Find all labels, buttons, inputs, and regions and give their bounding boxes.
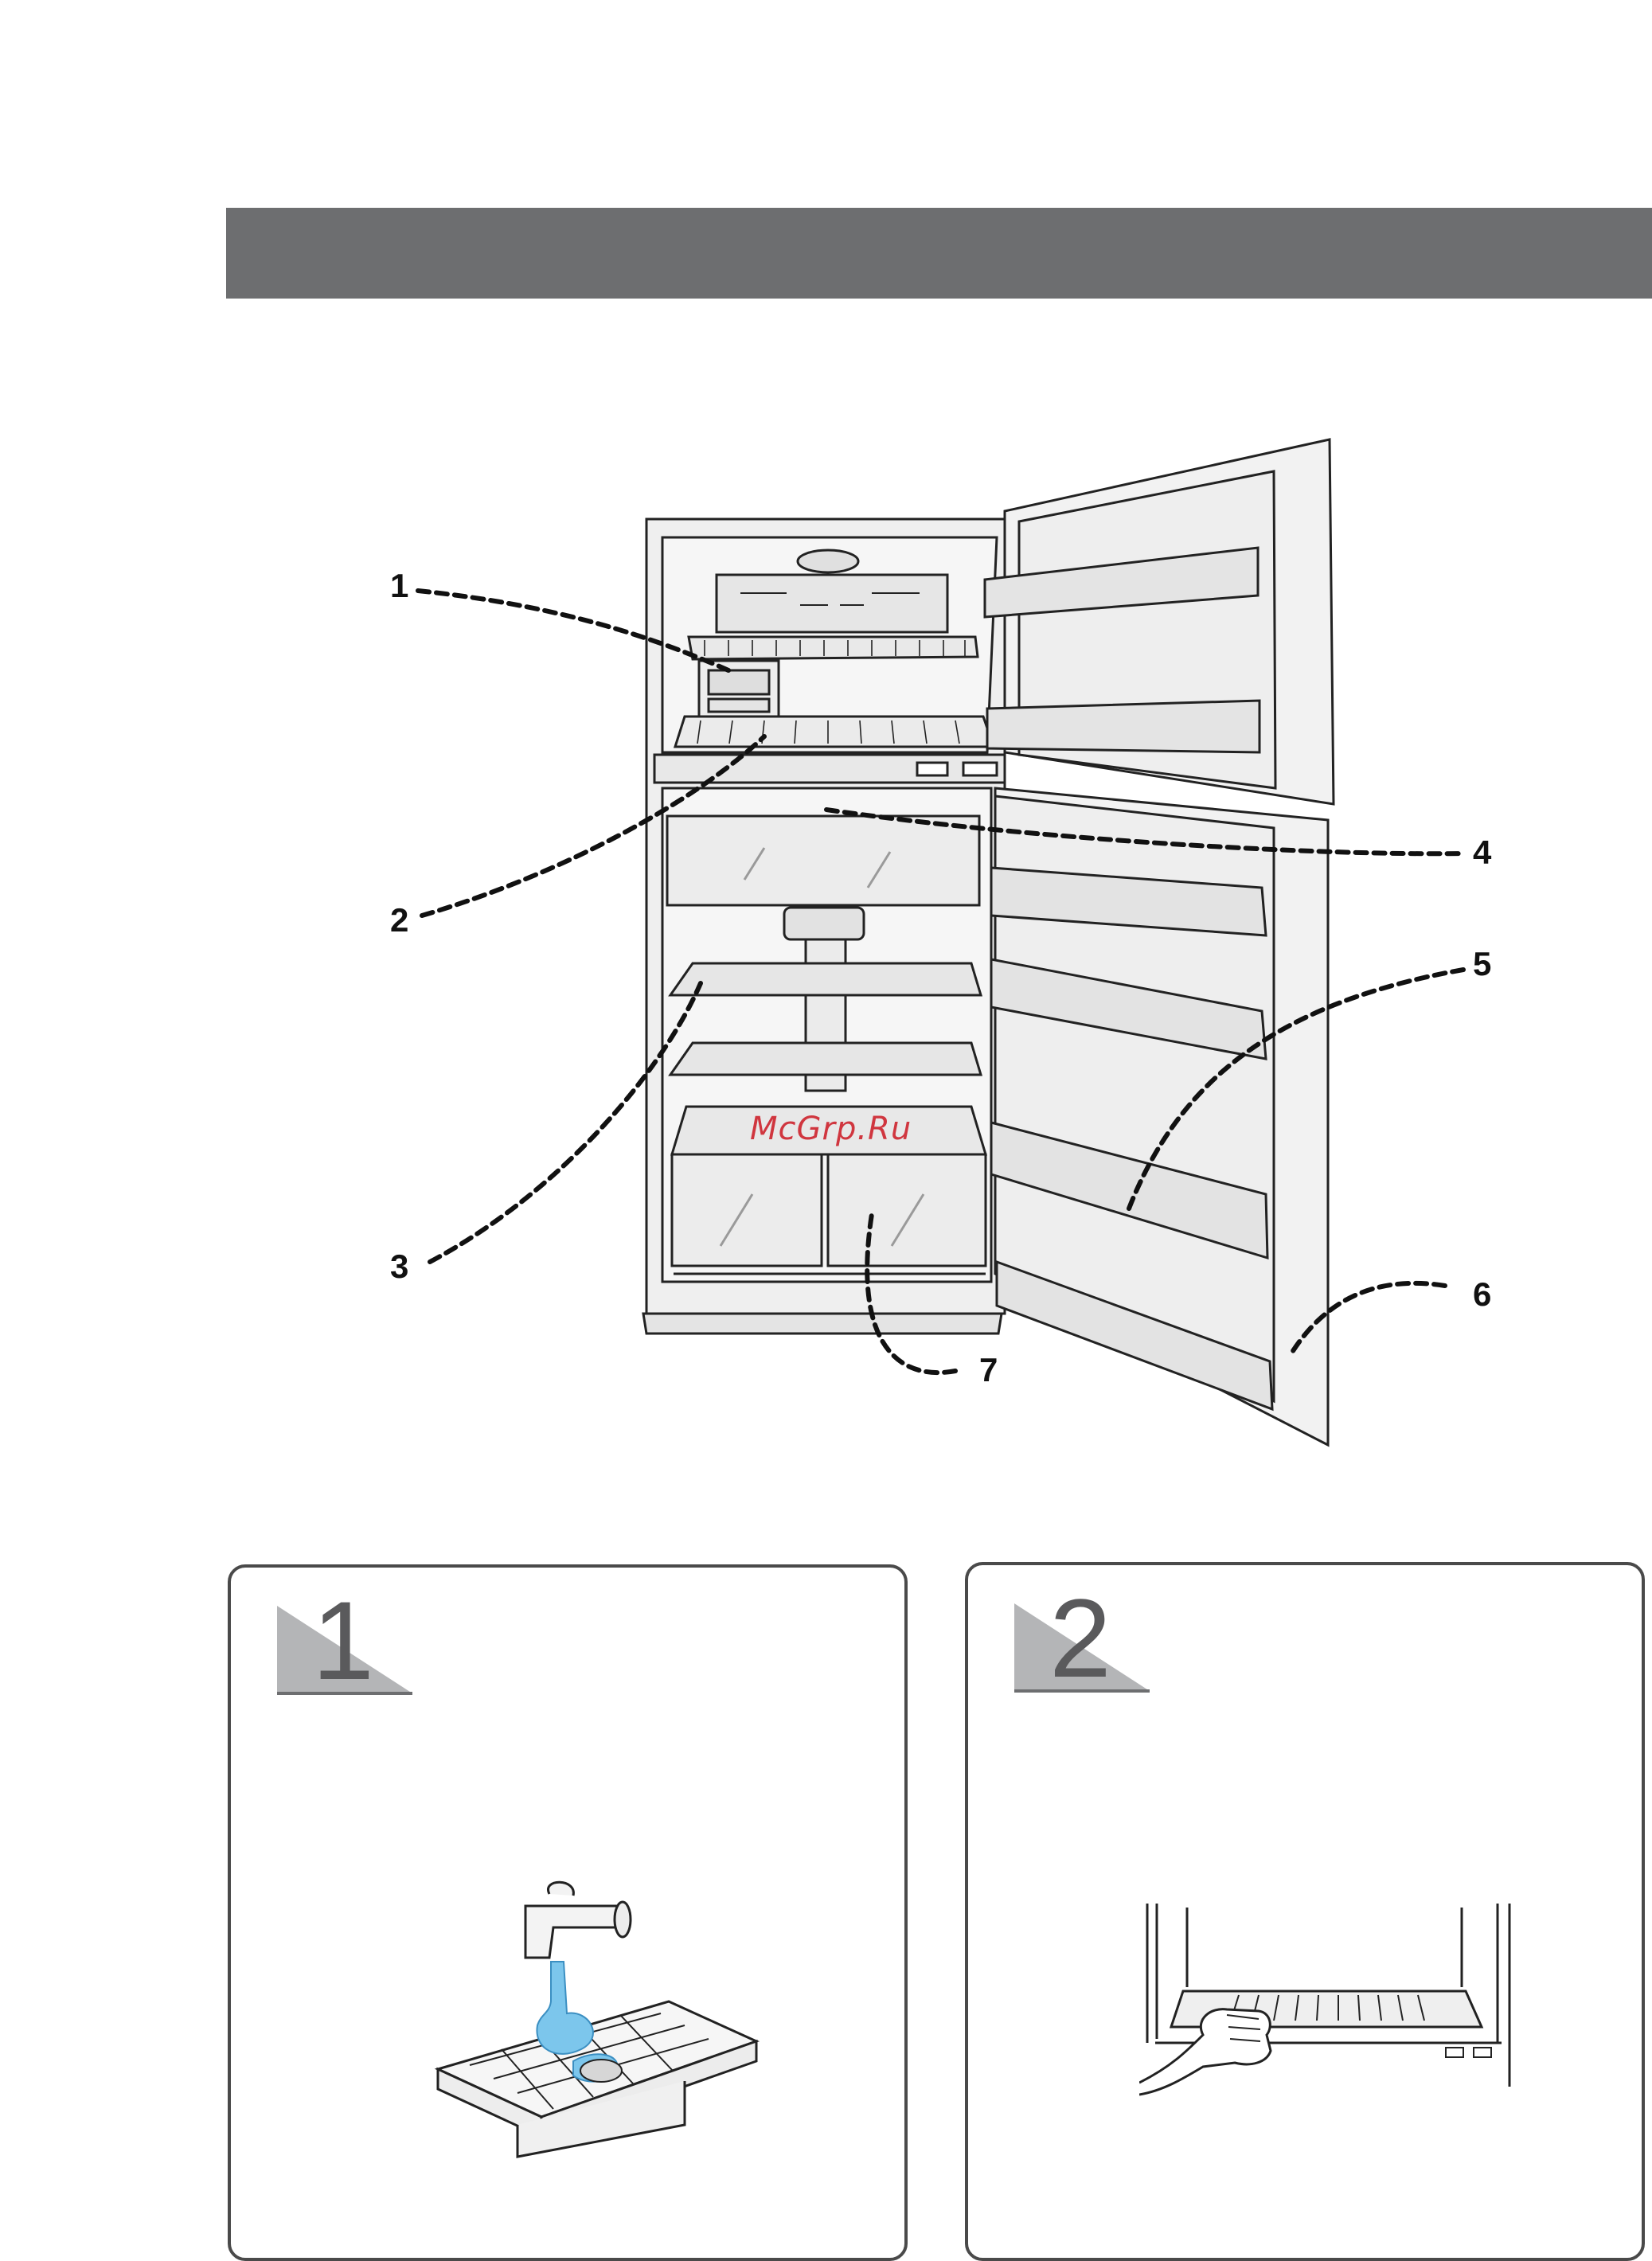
refrigerator-illustration: [0, 398, 1652, 1497]
callout-label-7: 7: [979, 1353, 998, 1387]
freezer-shelf-removal-illustration: [1139, 1900, 1521, 2186]
step-panel-2: 2: [965, 1562, 1645, 2261]
callout-label-6: 6: [1473, 1278, 1491, 1311]
callout-label-5: 5: [1473, 947, 1491, 981]
callout-label-3: 3: [390, 1250, 408, 1283]
callout-label-2: 2: [390, 904, 408, 937]
step-panel-1: 1: [228, 1564, 908, 2261]
step-number-2: 2: [1049, 1583, 1111, 1694]
step-number-1: 1: [312, 1585, 374, 1697]
header-bar: [226, 208, 1652, 299]
step-badge-2: 2: [1014, 1587, 1150, 1699]
watermark: McGrp.Ru: [750, 1111, 912, 1147]
callout-label-4: 4: [1473, 836, 1491, 869]
step-badge-1: 1: [277, 1590, 412, 1701]
callout-label-1: 1: [390, 569, 408, 603]
ice-tray-faucet-illustration: [422, 1870, 788, 2173]
